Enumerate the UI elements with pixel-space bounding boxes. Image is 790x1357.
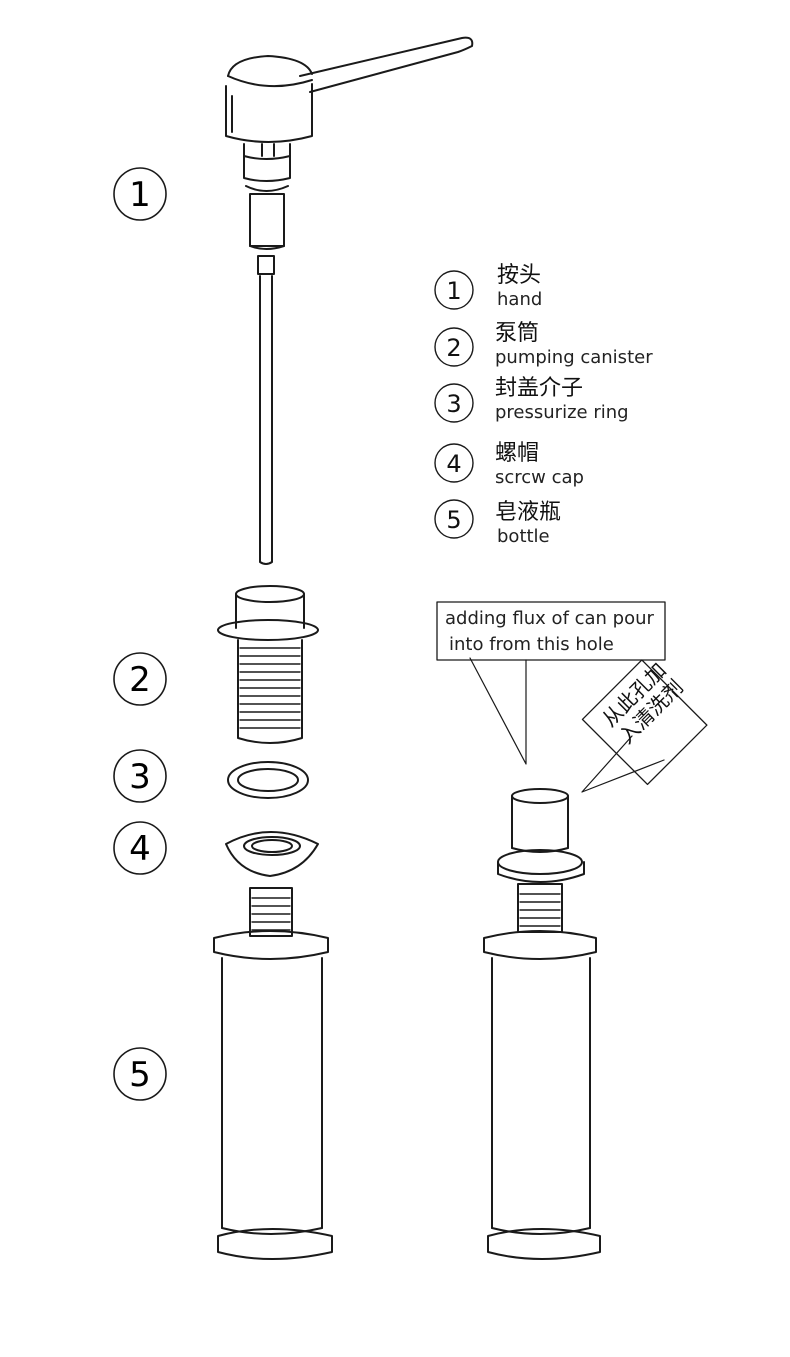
legend-number: 2 (446, 334, 461, 362)
legend-en-label: pressurize ring (495, 402, 629, 423)
legend-en-label: scrcw cap (495, 467, 584, 488)
part-number-marker: 3 (113, 749, 167, 803)
bottle-part (213, 887, 333, 1260)
legend: 1 按头 hand 2 泵筒 pumping canister 3 封盖介子 p… (434, 263, 653, 547)
callout-cn: 从此孔加 入清洗剂 (597, 658, 688, 749)
legend-cn-label: 封盖介子 (495, 376, 583, 401)
part-number-marker: 4 (113, 821, 167, 875)
marker-label: 3 (129, 757, 151, 797)
pressurize-ring-part (227, 761, 309, 799)
legend-number: 4 (446, 450, 461, 478)
callout-en: adding flux of can pour into from this h… (445, 608, 655, 655)
marker-label: 4 (129, 829, 151, 869)
legend-item: 2 泵筒 pumping canister (434, 321, 653, 368)
callout-cn-pointer (581, 735, 665, 793)
legend-item: 4 螺帽 scrcw cap (434, 441, 584, 488)
legend-item: 5 皂液瓶 bottle (434, 499, 561, 547)
legend-en-label: pumping canister (495, 347, 653, 368)
part-number-marker: 2 (113, 652, 167, 706)
legend-en-label: hand (497, 289, 542, 310)
callout-en-line1: adding flux of can pour (445, 608, 655, 629)
assembled-bottle (483, 788, 601, 1260)
legend-number: 5 (446, 506, 461, 534)
screw-cap-part (225, 831, 319, 877)
legend-item: 3 封盖介子 pressurize ring (434, 376, 629, 423)
callout-cn-box (581, 659, 708, 786)
callout-en-pointer (469, 657, 527, 765)
callout-en-line2: into from this hole (449, 634, 614, 655)
legend-en-label: bottle (497, 526, 550, 547)
part-number-marker: 5 (113, 1047, 167, 1101)
legend-number: 3 (446, 390, 461, 418)
marker-label: 1 (129, 175, 151, 215)
legend-cn-label: 螺帽 (495, 441, 539, 466)
marker-label: 5 (129, 1055, 151, 1095)
legend-cn-label: 泵筒 (495, 321, 539, 346)
legend-number: 1 (446, 277, 461, 305)
legend-cn-label: 皂液瓶 (495, 500, 561, 525)
legend-item: 1 按头 hand (434, 263, 542, 310)
part-number-markers: 1 2 3 4 5 (113, 167, 167, 1101)
pump-head-part (225, 36, 474, 565)
callout-en-box (436, 601, 666, 661)
legend-cn-label: 按头 (497, 263, 541, 288)
marker-label: 2 (129, 660, 151, 700)
part-number-marker: 1 (113, 167, 167, 221)
pumping-canister-part (217, 585, 319, 744)
